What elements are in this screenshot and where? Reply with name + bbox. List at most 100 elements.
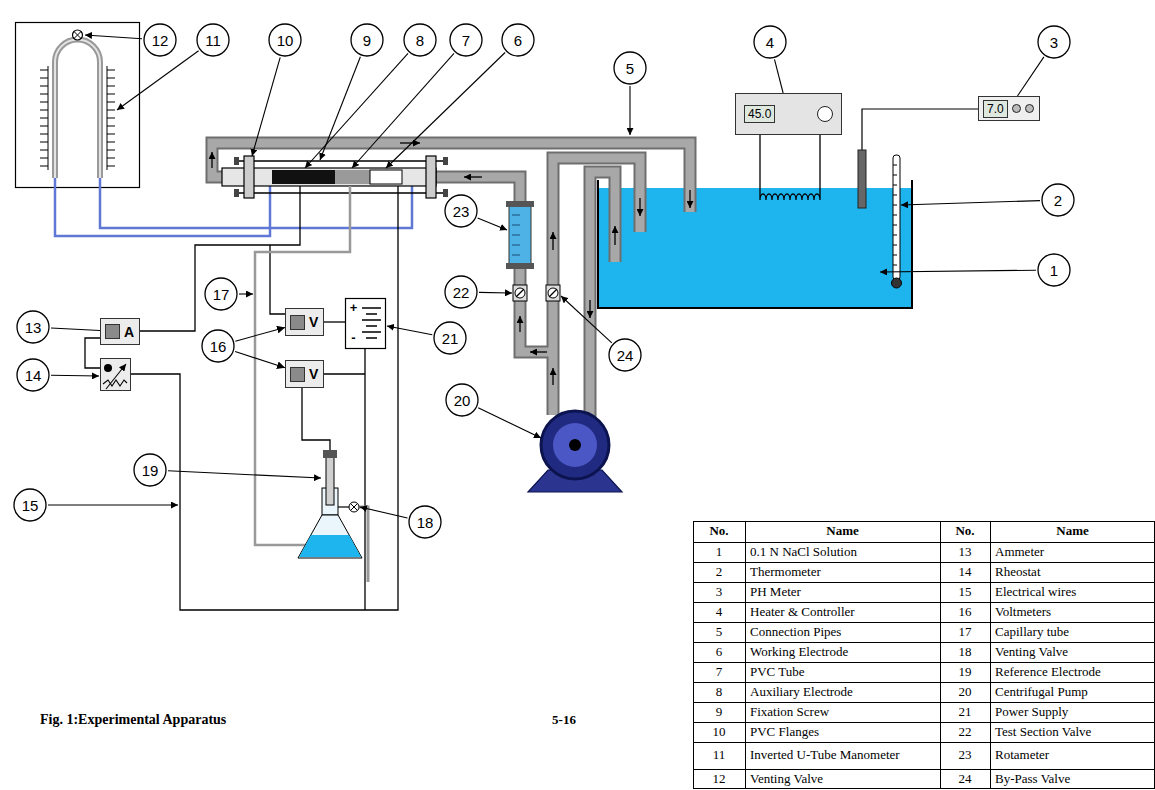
table-cell: 15 bbox=[959, 585, 972, 599]
table-cell: 17 bbox=[959, 625, 972, 639]
table-cell: Capillary tube bbox=[995, 625, 1069, 639]
table-cell-box: No. bbox=[693, 521, 745, 542]
table-cell: 20 bbox=[959, 685, 972, 699]
leader-line bbox=[880, 270, 1036, 272]
callout-number: 21 bbox=[442, 330, 459, 347]
callout-number: 18 bbox=[417, 514, 434, 531]
callout-number: 16 bbox=[210, 338, 227, 355]
table-cell: 10 bbox=[713, 725, 726, 739]
battery-plates bbox=[362, 308, 381, 338]
manometer-scale bbox=[40, 66, 48, 170]
callout-number: 9 bbox=[363, 32, 371, 49]
table-cell: Name bbox=[826, 524, 859, 538]
callout-circle: 17 bbox=[204, 277, 238, 311]
table-cell: 9 bbox=[716, 705, 723, 719]
flow-arrow bbox=[689, 190, 690, 208]
rheostat-knob bbox=[104, 364, 112, 372]
polarity-sign: - bbox=[351, 330, 355, 345]
table-cell: 14 bbox=[959, 565, 972, 579]
leader-line bbox=[48, 504, 178, 505]
meter-button bbox=[1025, 104, 1034, 113]
table-cell: Rheostat bbox=[995, 565, 1041, 579]
table-cell: Venting Valve bbox=[750, 772, 823, 786]
leader-line bbox=[629, 86, 630, 135]
callout-number: 13 bbox=[25, 319, 42, 336]
table-cell: Centrifugal Pump bbox=[995, 685, 1088, 699]
table-cell: Reference Electrode bbox=[995, 665, 1101, 679]
table-cell-box: Fixation Screw bbox=[745, 702, 940, 722]
thermometer bbox=[893, 155, 900, 280]
electrical-wire bbox=[302, 388, 330, 450]
table-cell-box: Venting Valve bbox=[990, 642, 1155, 662]
flow-arrow bbox=[614, 226, 615, 245]
callout-circle: 2 bbox=[1041, 183, 1075, 217]
table-cell-box: Venting Valve bbox=[745, 769, 940, 789]
callout-number: 4 bbox=[766, 34, 774, 51]
callout-number: 5 bbox=[626, 60, 634, 77]
callout-number: 6 bbox=[514, 32, 522, 49]
callout-circle: 23 bbox=[444, 194, 478, 228]
leader-line bbox=[360, 507, 408, 518]
probe-lead bbox=[862, 109, 978, 150]
flow-arrow bbox=[552, 232, 553, 250]
callout-number: 19 bbox=[142, 462, 159, 479]
callout-number: 22 bbox=[453, 284, 470, 301]
meter-box: A bbox=[100, 318, 140, 345]
callout-outline bbox=[17, 311, 49, 343]
valve-wheel bbox=[548, 288, 558, 298]
callout-outline bbox=[202, 330, 234, 362]
pvc-flange bbox=[244, 156, 254, 198]
callout-circle: 16 bbox=[201, 329, 235, 363]
table-cell-box: Connection Pipes bbox=[745, 622, 940, 642]
callout-leader bbox=[51, 328, 100, 331]
polarity-sign: + bbox=[350, 300, 358, 315]
table-cell-box: 20 bbox=[940, 682, 990, 702]
leader-line bbox=[387, 326, 432, 335]
table-cell-box: Test Section Valve bbox=[990, 722, 1155, 742]
table-cell: PVC Flanges bbox=[750, 725, 819, 739]
callout-outline bbox=[446, 384, 478, 416]
leader-line bbox=[478, 218, 507, 230]
callout-outline bbox=[197, 24, 229, 56]
callout-leaders bbox=[48, 35, 1040, 518]
leader-line bbox=[239, 293, 253, 294]
electrical-wire bbox=[130, 186, 398, 610]
table-cell-box: 9 bbox=[693, 702, 745, 722]
table-cell: Working Electrode bbox=[750, 645, 848, 659]
table-cell-box: 6 bbox=[693, 642, 745, 662]
table-cell-box: Reference Electrode bbox=[990, 662, 1155, 682]
table-cell: Connection Pipes bbox=[750, 625, 841, 639]
table-cell-box: Rotameter bbox=[990, 742, 1155, 769]
callout-circle: 14 bbox=[16, 358, 50, 392]
table-cell: 7 bbox=[716, 665, 723, 679]
connectors bbox=[51, 57, 1044, 368]
venting-valve bbox=[349, 502, 359, 512]
table-cell: Thermometer bbox=[750, 565, 821, 579]
callout-number: 2 bbox=[1054, 192, 1062, 209]
table-cell: Heater & Controller bbox=[750, 605, 855, 619]
manometer-board bbox=[16, 23, 140, 188]
callout-circle: 12 bbox=[143, 23, 177, 57]
callout-circle: 7 bbox=[449, 23, 483, 57]
connection-pipe bbox=[590, 172, 615, 432]
flow-arrow bbox=[519, 316, 520, 332]
meter-box: V bbox=[285, 308, 324, 336]
callout-circle: 1 bbox=[1037, 253, 1071, 287]
callout-circle: 5 bbox=[613, 51, 647, 85]
table-cell: Fixation Screw bbox=[750, 705, 829, 719]
table-cell-box: Heater & Controller bbox=[745, 602, 940, 622]
callout-outline bbox=[205, 278, 237, 310]
callout-circle: 24 bbox=[608, 338, 642, 372]
table-cell: Venting Valve bbox=[995, 645, 1068, 659]
table-cell-box: No. bbox=[940, 521, 990, 542]
table-cell: Electrical wires bbox=[995, 585, 1076, 599]
callout-outline bbox=[434, 322, 466, 354]
screw-nut bbox=[443, 189, 448, 197]
leader-line bbox=[252, 57, 280, 156]
page-number: 5-16 bbox=[552, 713, 576, 727]
electrical-wire bbox=[85, 338, 100, 368]
flow-arrow bbox=[400, 142, 420, 143]
pvc-flange bbox=[426, 156, 436, 198]
